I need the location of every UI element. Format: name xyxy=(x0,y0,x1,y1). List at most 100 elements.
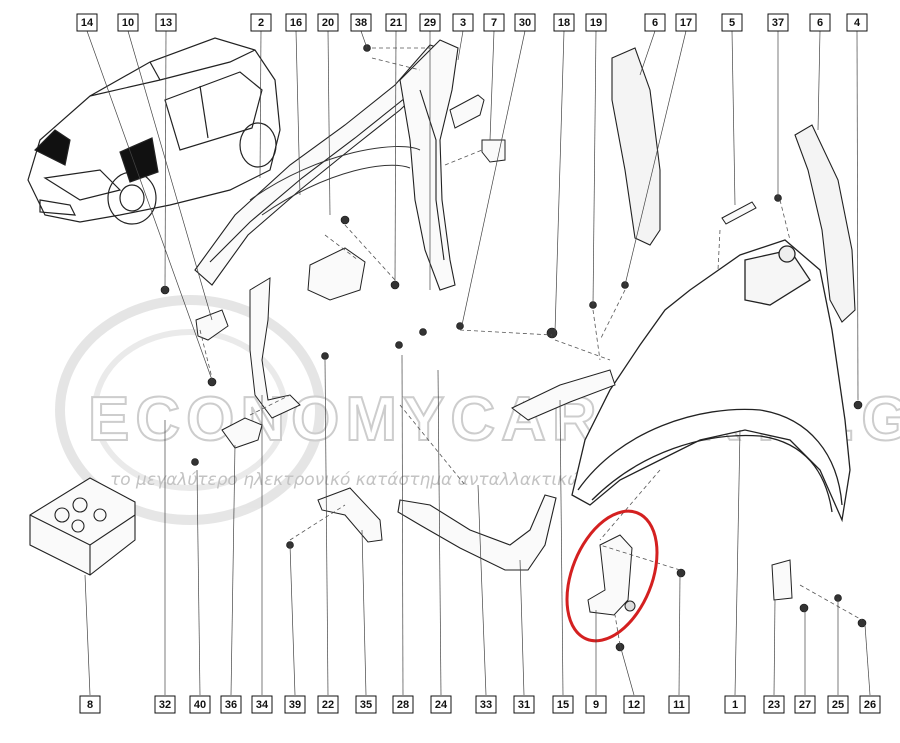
label-number: 36 xyxy=(225,699,237,711)
leader-line xyxy=(230,444,236,696)
part-label-bottom-8: 35 xyxy=(355,695,377,714)
leader-line xyxy=(592,30,597,306)
label-box xyxy=(585,695,607,714)
part-label-bottom-16: 11 xyxy=(668,695,690,714)
part-label-top-12: 30 xyxy=(514,13,536,32)
leader-line xyxy=(289,544,296,696)
leader-line xyxy=(457,30,464,61)
part-label-top-10: 3 xyxy=(452,13,474,32)
label-number: 20 xyxy=(322,17,334,29)
label-box xyxy=(284,695,306,714)
label-number: 6 xyxy=(652,17,658,29)
label-box xyxy=(251,695,273,714)
label-box xyxy=(392,695,414,714)
label-number: 34 xyxy=(256,699,269,711)
label-number: 6 xyxy=(817,17,823,29)
part-label-top-4: 2 xyxy=(250,13,272,32)
leader-line xyxy=(259,30,262,179)
part-label-bottom-5: 34 xyxy=(251,695,273,714)
part-label-bottom-3: 40 xyxy=(189,695,211,714)
label-box xyxy=(585,13,607,32)
part-label-bottom-9: 28 xyxy=(392,695,414,714)
part-label-top-11: 7 xyxy=(483,13,505,32)
part-label-top-19: 6 xyxy=(809,13,831,32)
label-number: 40 xyxy=(194,699,206,711)
label-box xyxy=(189,695,211,714)
part-label-bottom-11: 33 xyxy=(475,695,497,714)
leader-line xyxy=(817,30,821,131)
label-box xyxy=(317,13,339,32)
label-number: 14 xyxy=(81,17,94,29)
label-box xyxy=(483,13,505,32)
part-6-panel-left xyxy=(611,47,661,246)
leader-line xyxy=(856,30,859,401)
leader-line xyxy=(619,644,635,696)
label-number: 39 xyxy=(289,699,301,711)
label-box xyxy=(513,695,535,714)
label-box xyxy=(514,13,536,32)
label-number: 7 xyxy=(491,17,497,29)
label-number: 1 xyxy=(732,699,738,711)
part-35-bracket xyxy=(317,487,383,543)
part-label-top-7: 38 xyxy=(350,13,372,32)
label-box xyxy=(79,695,101,714)
label-box xyxy=(552,695,574,714)
label-number: 26 xyxy=(864,699,876,711)
highlight-circle xyxy=(565,509,659,643)
part-5-clip xyxy=(721,201,757,225)
leader-line xyxy=(324,359,329,696)
part-label-bottom-10: 24 xyxy=(430,695,452,714)
part-23-bracket xyxy=(771,559,793,601)
part-label-bottom-4: 36 xyxy=(220,695,242,714)
label-number: 13 xyxy=(160,17,172,29)
part-label-bottom-15: 12 xyxy=(623,695,645,714)
label-box xyxy=(317,695,339,714)
label-box xyxy=(794,695,816,714)
label-number: 28 xyxy=(397,699,409,711)
assembly-lines xyxy=(199,47,863,646)
part-label-top-18: 37 xyxy=(767,13,789,32)
part-label-bottom-17: 1 xyxy=(724,695,746,714)
part-label-top-8: 21 xyxy=(385,13,407,32)
part-6-panel-right xyxy=(794,124,856,323)
label-box xyxy=(419,13,441,32)
label-number: 38 xyxy=(355,17,367,29)
label-box xyxy=(724,695,746,714)
label-box xyxy=(553,13,575,32)
part-label-top-6: 20 xyxy=(317,13,339,32)
label-box xyxy=(721,13,743,32)
part-36-bracket xyxy=(221,417,263,449)
part-label-bottom-18: 23 xyxy=(763,695,785,714)
label-number: 3 xyxy=(460,17,466,29)
part-label-top-3: 13 xyxy=(155,13,177,32)
label-number: 17 xyxy=(680,17,692,29)
leader-line xyxy=(86,30,213,381)
label-box xyxy=(644,13,666,32)
leader-line xyxy=(773,599,776,696)
label-number: 24 xyxy=(435,699,448,711)
label-box xyxy=(827,695,849,714)
part-label-top-2: 10 xyxy=(117,13,139,32)
leader-line xyxy=(84,574,91,696)
leader-line xyxy=(196,469,201,696)
label-box xyxy=(154,695,176,714)
label-number: 2 xyxy=(258,17,264,29)
part-10-bracket xyxy=(195,309,229,341)
leader-line xyxy=(437,369,442,696)
label-box xyxy=(809,13,831,32)
part-28-lower-rail xyxy=(397,494,557,571)
label-number: 31 xyxy=(518,699,530,711)
part-label-top-14: 19 xyxy=(585,13,607,32)
leader-line xyxy=(401,354,404,696)
label-box xyxy=(250,13,272,32)
leader-line xyxy=(639,30,656,76)
label-number: 35 xyxy=(360,699,372,711)
leader-line xyxy=(360,30,368,49)
label-number: 22 xyxy=(322,699,334,711)
label-box xyxy=(385,13,407,32)
label-box xyxy=(475,695,497,714)
part-label-bottom-7: 22 xyxy=(317,695,339,714)
leader-line xyxy=(489,30,495,141)
